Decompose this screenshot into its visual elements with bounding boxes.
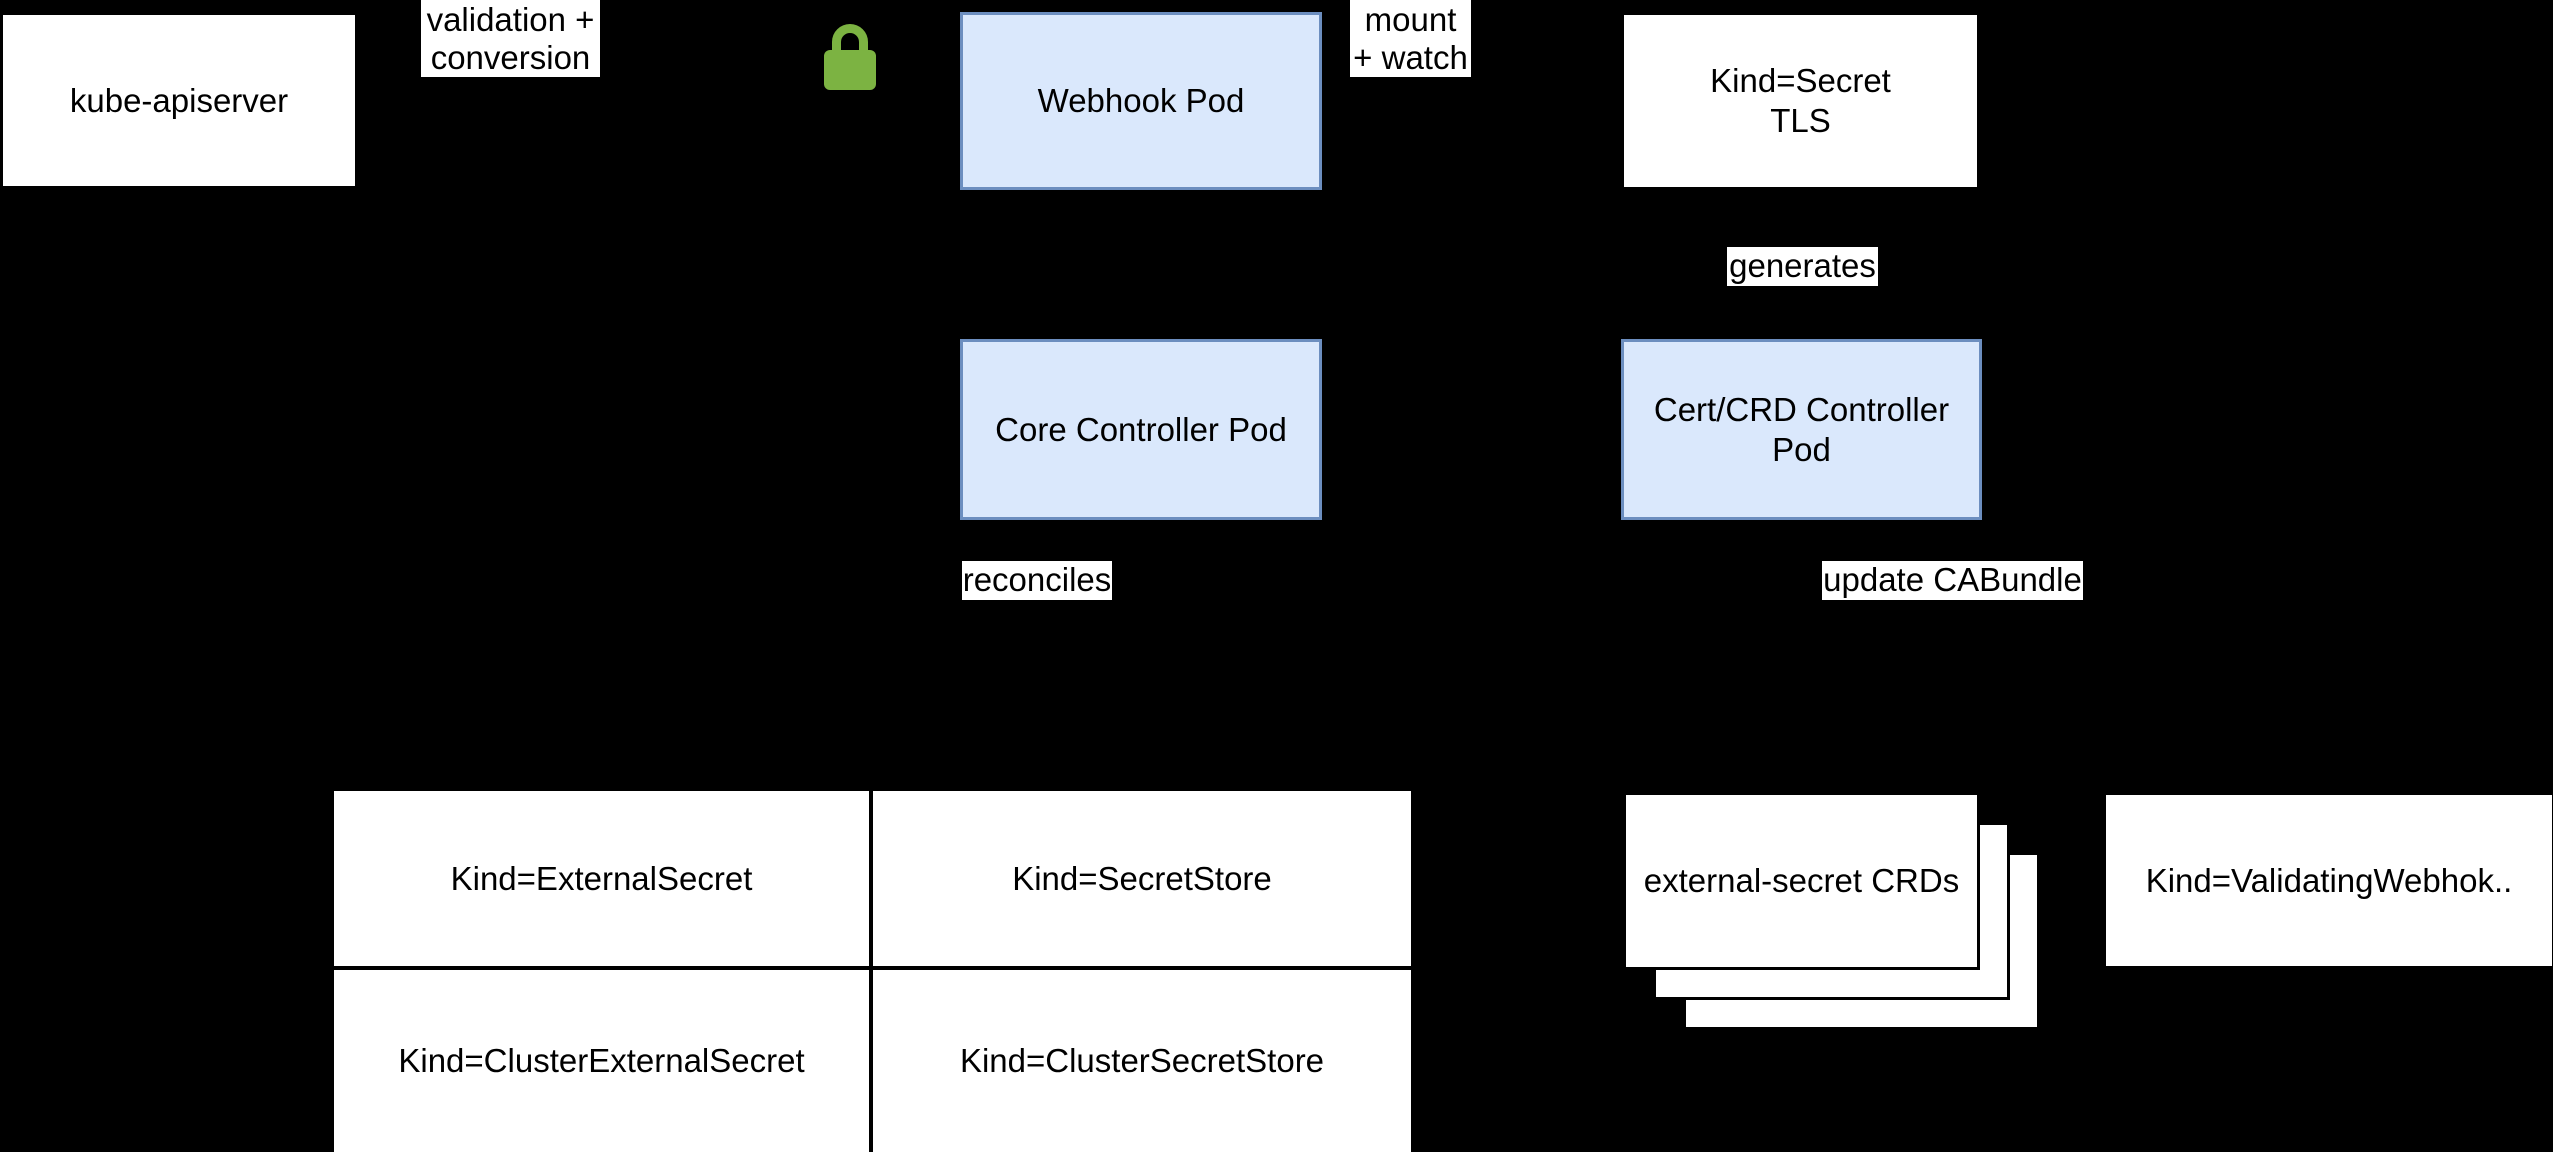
edge-label-line: update CABundle: [1823, 561, 2082, 598]
edge-label-line: + watch: [1353, 39, 1468, 76]
edge-label-line: generates: [1729, 247, 1876, 284]
crd-stack-label: external-secret CRDs: [1643, 862, 1960, 899]
table-cell-label: Kind=ClusterExternalSecret: [398, 1042, 805, 1079]
table-cell-clusterexternalsecret: Kind=ClusterExternalSecret: [334, 970, 869, 1152]
node-core-controller-pod-label: Core Controller Pod: [995, 410, 1287, 448]
table-cell-secretstore: Kind=SecretStore: [873, 791, 1411, 966]
node-secret-tls: Kind=Secret TLS: [1621, 12, 1980, 190]
node-core-controller-pod: Core Controller Pod: [960, 339, 1322, 520]
edge-label-line: mount: [1364, 1, 1457, 38]
node-webhook-pod-label: Webhook Pod: [1037, 82, 1245, 119]
crd-kinds-table: Kind=ExternalSecret Kind=SecretStore Kin…: [334, 791, 1411, 1152]
table-cell-label: Kind=SecretStore: [1012, 859, 1272, 897]
lock-icon: [824, 20, 876, 90]
node-kube-apiserver-label: kube-apiserver: [69, 81, 289, 119]
node-webhook-pod: Webhook Pod: [960, 12, 1322, 190]
edge-label-line: conversion: [430, 39, 591, 76]
node-validating-webhook-label: Kind=ValidatingWebhok..: [2145, 861, 2513, 899]
edge-label-update-cabundle: update CABundle: [1822, 561, 2083, 600]
node-validating-webhook-configuration: Kind=ValidatingWebhok..: [2103, 792, 2553, 969]
node-secret-tls-line2: TLS: [1770, 102, 1831, 139]
edge-label-reconciles: reconciles: [962, 561, 1112, 600]
edge-label-generates: generates: [1727, 247, 1878, 286]
edge-label-validation-conversion: validation + conversion: [421, 0, 600, 77]
node-kube-apiserver: kube-apiserver: [0, 12, 358, 189]
table-cell-externalsecret: Kind=ExternalSecret: [334, 791, 869, 966]
edge-label-mount-watch: mount + watch: [1350, 0, 1471, 77]
node-cert-crd-line2: Pod: [1772, 430, 1831, 468]
crd-stack-sheet-front: external-secret CRDs: [1623, 792, 1980, 970]
node-cert-crd-controller-pod: Cert/CRD Controller Pod: [1621, 339, 1982, 520]
table-cell-label: Kind=ClusterSecretStore: [959, 1042, 1325, 1079]
edge-label-line: validation +: [426, 1, 595, 38]
edge-label-line: reconciles: [962, 561, 1112, 598]
table-cell-label: Kind=ExternalSecret: [450, 859, 753, 897]
table-cell-clustersecretstore: Kind=ClusterSecretStore: [873, 970, 1411, 1152]
node-secret-tls-line1: Kind=Secret: [1710, 62, 1891, 99]
node-cert-crd-line1: Cert/CRD Controller: [1653, 390, 1950, 428]
